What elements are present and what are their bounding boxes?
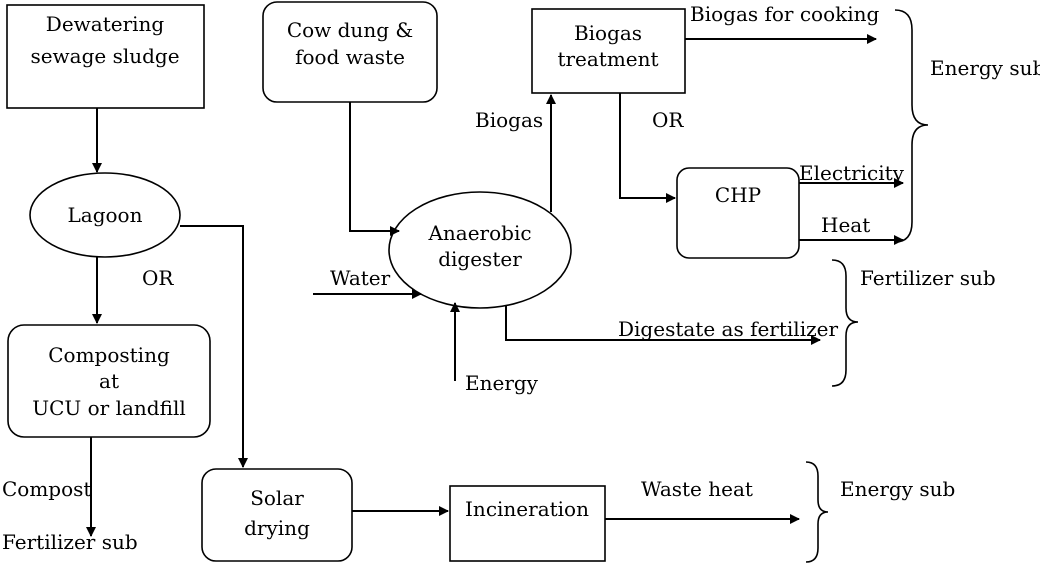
label-or-biogas: OR xyxy=(652,108,684,132)
cowdung-line-2: food waste xyxy=(295,45,405,69)
biogas-treatment-line-2: treatment xyxy=(557,47,658,71)
label-compost: Compost xyxy=(2,477,91,501)
dewatering-line-1: Dewatering xyxy=(46,12,165,36)
group-energy-sub-top: Energy sub xyxy=(930,56,1040,80)
label-or-lagoon: OR xyxy=(142,266,174,290)
brace-energy-sub-bottom xyxy=(805,461,829,563)
composting-line-3: UCU or landfill xyxy=(32,396,185,420)
solar-drying-line-1: Solar xyxy=(250,486,304,510)
composting-line-1: Composting xyxy=(48,343,170,367)
label-biogas-for-cooking: Biogas for cooking xyxy=(690,2,880,26)
group-fertilizer-sub: Fertilizer sub xyxy=(860,266,996,290)
label-fertilizer-sub-bottom: Fertilizer sub xyxy=(2,530,138,554)
node-dewatering-sewage-sludge: Dewatering sewage sludge xyxy=(6,4,205,109)
brace-energy-sub-top xyxy=(894,9,929,243)
chp-label: CHP xyxy=(715,183,761,207)
lagoon-label: Lagoon xyxy=(68,203,143,227)
brace-fertilizer-sub xyxy=(831,259,859,387)
dewatering-line-2: sewage sludge xyxy=(30,44,179,68)
arrow-digestate xyxy=(505,306,821,345)
digester-line-1: Anaerobic xyxy=(427,221,531,245)
node-lagoon: Lagoon xyxy=(29,172,181,258)
incineration-label: Incineration xyxy=(465,497,589,521)
composting-line-2: at xyxy=(99,369,119,393)
arrow-lagoon-to-solar-drying xyxy=(180,225,248,468)
arrow-biogas-treatment-to-chp xyxy=(619,93,676,203)
digester-line-2: digester xyxy=(438,247,522,271)
node-composting: Composting at UCU or landfill xyxy=(7,324,211,438)
label-water: Water xyxy=(330,266,391,290)
node-incineration: Incineration xyxy=(449,485,606,562)
label-digestate: Digestate as fertilizer xyxy=(618,317,838,341)
label-waste-heat: Waste heat xyxy=(641,477,753,501)
label-biogas: Biogas xyxy=(475,108,543,132)
node-cow-dung-food-waste: Cow dung & food waste xyxy=(262,1,438,103)
solar-drying-line-2: drying xyxy=(244,516,310,540)
node-biogas-treatment: Biogas treatment xyxy=(531,8,686,94)
label-electricity: Electricity xyxy=(799,161,905,185)
label-energy-input: Energy xyxy=(465,371,539,395)
group-energy-sub-bottom: Energy sub xyxy=(840,477,955,501)
label-heat: Heat xyxy=(821,213,870,237)
cowdung-line-1: Cow dung & xyxy=(287,18,413,42)
node-anaerobic-digester: Anaerobic digester xyxy=(388,191,572,309)
connectors xyxy=(86,34,904,537)
node-chp: CHP xyxy=(676,167,800,259)
node-solar-drying: Solar drying xyxy=(201,468,353,562)
arrow-cowdung-to-digester xyxy=(349,102,400,236)
biogas-treatment-line-1: Biogas xyxy=(574,21,642,45)
